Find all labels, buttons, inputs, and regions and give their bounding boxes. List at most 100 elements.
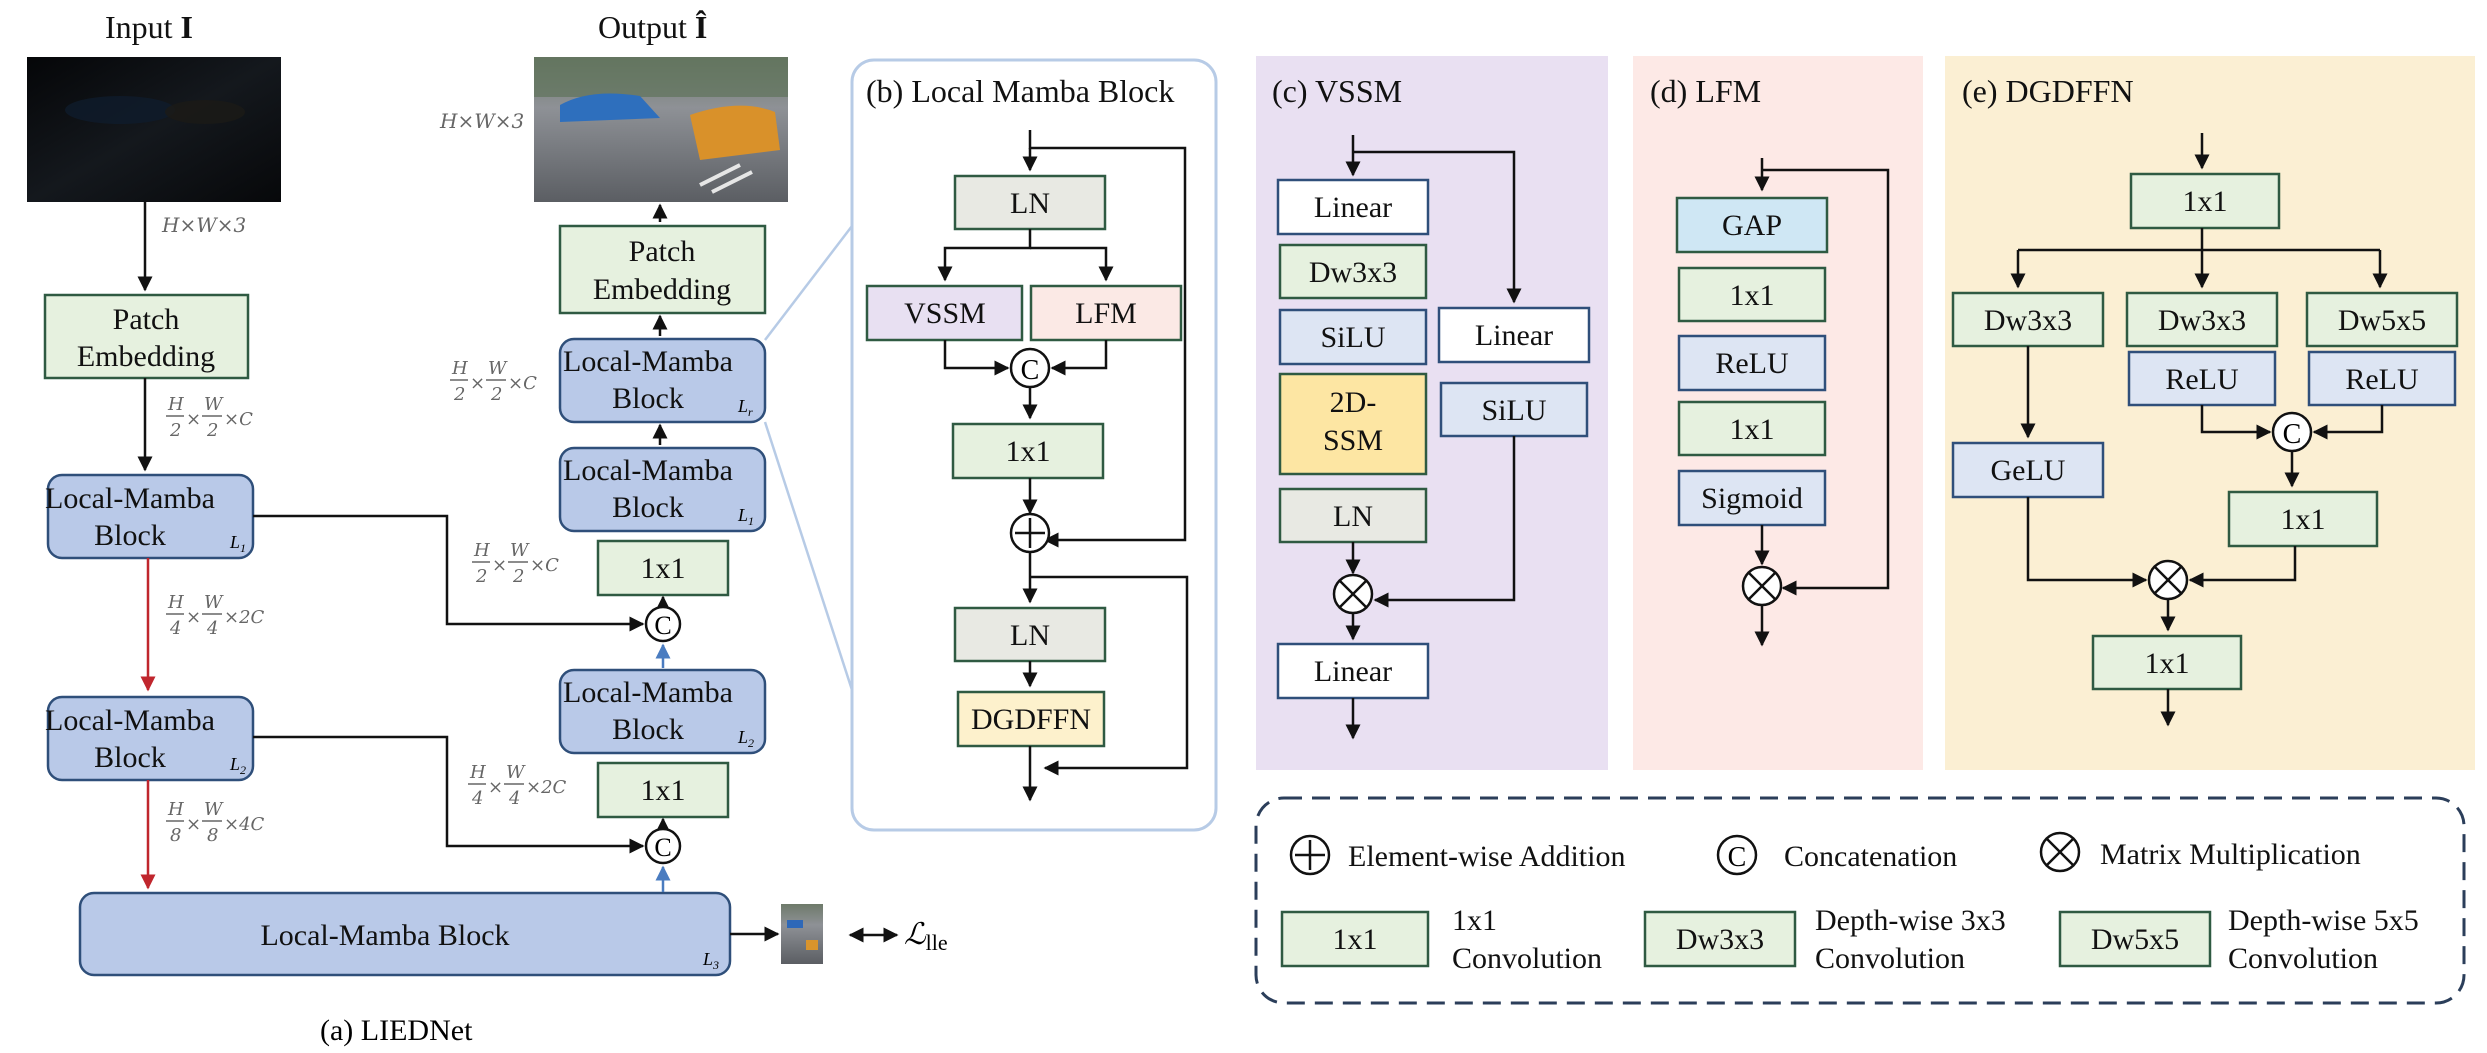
panel-c-ln: LN (1278, 487, 1428, 544)
svg-text:2: 2 (512, 566, 524, 587)
svg-text:Dw3x3: Dw3x3 (1676, 923, 1764, 956)
plus-circle-icon (1009, 512, 1051, 554)
svg-text:L1: L1 (229, 532, 246, 555)
panel-e-relu-b: ReLU (2127, 350, 2277, 407)
dim-dec-h4-2c: H 4 × W 4 ×2C (468, 762, 567, 809)
svg-text:Local-Mamba: Local-Mamba (563, 454, 733, 487)
svg-text:Patch: Patch (629, 235, 696, 268)
times-circle-icon (1332, 573, 1374, 615)
svg-text:4: 4 (206, 618, 218, 639)
panel-c-linear-right: Linear (1437, 306, 1591, 364)
svg-text:ReLU: ReLU (2345, 363, 2419, 396)
svg-text:Block: Block (94, 519, 166, 552)
svg-text:SiLU: SiLU (1320, 321, 1385, 354)
panel-b-concat-icon: C (1009, 347, 1051, 389)
svg-text:2: 2 (206, 420, 218, 441)
svg-text:W: W (204, 592, 224, 613)
svg-text:C: C (2283, 419, 2302, 450)
svg-text:LFM: LFM (1075, 297, 1137, 330)
svg-text:4: 4 (471, 788, 483, 809)
legend-conv1x1: 1x1 1x1 Convolution (1280, 904, 1602, 975)
svg-text:Dw5x5: Dw5x5 (2091, 923, 2179, 956)
panel-d-conv2: 1x1 (1677, 400, 1827, 457)
conv-1x1-dec1: 1x1 (596, 539, 730, 597)
svg-text:H: H (451, 358, 468, 379)
svg-text:ReLU: ReLU (2165, 363, 2239, 396)
svg-text:1x1: 1x1 (641, 552, 686, 585)
svg-text:Linear: Linear (1475, 319, 1553, 352)
panel-c-linear2: Linear (1276, 642, 1430, 700)
svg-text:×C: ×C (530, 555, 559, 576)
panel-c-2d-ssm: 2D- SSM (1278, 372, 1428, 476)
svg-text:×C: ×C (508, 373, 537, 394)
input-label: Input I (105, 9, 193, 45)
panel-c-title: (c) VSSM (1272, 73, 1402, 109)
svg-text:Dw5x5: Dw5x5 (2338, 304, 2426, 337)
svg-text:Linear: Linear (1314, 191, 1392, 224)
dim-dec-h2-c: H 2 × W 2 ×C (472, 540, 559, 587)
dim-lr-h2-c: H 2 × W 2 ×C (450, 358, 537, 405)
svg-text:C: C (654, 833, 671, 862)
svg-text:H: H (469, 762, 486, 783)
local-mamba-block-l3: Local-Mamba Block L3 (78, 891, 732, 977)
panel-e-conv-top: 1x1 (2129, 172, 2281, 230)
svg-text:Local-Mamba Block: Local-Mamba Block (260, 919, 509, 952)
svg-text:W: W (510, 540, 530, 561)
svg-text:2: 2 (453, 384, 465, 405)
svg-text:1x1: 1x1 (2183, 185, 2228, 218)
local-mamba-block-l1: Local-Mamba Block L1 (45, 473, 255, 560)
svg-text:1x1: 1x1 (1452, 904, 1497, 937)
panel-e-title: (e) DGDFFN (1962, 73, 2134, 109)
svg-text:L2: L2 (229, 754, 246, 777)
svg-text:4: 4 (508, 788, 520, 809)
panel-c-silu1: SiLU (1278, 308, 1428, 366)
panel-e-concat-icon: C (2271, 411, 2313, 453)
dim-h4-2c: H 4 × W 4 ×2C (166, 592, 265, 639)
svg-text:×2C: ×2C (224, 607, 265, 628)
svg-text:4: 4 (169, 618, 181, 639)
svg-text:Block: Block (612, 491, 684, 524)
svg-text:Local-Mamba: Local-Mamba (563, 345, 733, 378)
legend-concat: C Concatenation (1716, 834, 1957, 876)
svg-text:Convolution: Convolution (1452, 942, 1602, 975)
svg-text:GAP: GAP (1722, 209, 1782, 242)
panel-d-title: (d) LFM (1650, 73, 1761, 109)
svg-text:Linear: Linear (1314, 655, 1392, 688)
caption-a: (a) LIEDNet (320, 1014, 473, 1047)
svg-text:Block: Block (94, 741, 166, 774)
svg-text:Dw3x3: Dw3x3 (2158, 304, 2246, 337)
svg-text:DGDFFN: DGDFFN (971, 703, 1091, 736)
patch-embedding-output: Patch Embedding (558, 224, 767, 315)
legend-add: Element-wise Addition (1289, 834, 1625, 876)
panel-e-dw3x3-b: Dw3x3 (2125, 291, 2279, 348)
panel-b-ln1: LN (953, 174, 1107, 231)
svg-text:W: W (204, 394, 224, 415)
svg-text:2: 2 (475, 566, 487, 587)
svg-text:1x1: 1x1 (2145, 647, 2190, 680)
panel-e-conv-bottom: 1x1 (2091, 634, 2243, 691)
local-mamba-block-l2-decoder: Local-Mamba Block L2 (558, 668, 767, 755)
svg-text:2: 2 (169, 420, 181, 441)
panel-c-linear1: Linear (1276, 178, 1430, 236)
panel-d-conv1: 1x1 (1677, 266, 1827, 323)
svg-text:Embedding: Embedding (593, 273, 731, 306)
legend-dw3x3: Dw3x3 Depth-wise 3x3 Convolution (1643, 904, 2006, 975)
legend-matmul: Matrix Multiplication (2039, 831, 2361, 873)
local-mamba-block-lr: Local-Mamba Block Lr (558, 337, 767, 424)
svg-text:LN: LN (1010, 619, 1050, 652)
panel-b-lfm: LFM (1029, 284, 1183, 342)
svg-text:×: × (186, 607, 201, 628)
svg-text:2D-: 2D- (1330, 386, 1377, 419)
svg-text:H: H (167, 592, 184, 613)
panel-d-relu: ReLU (1677, 334, 1827, 392)
svg-text:C: C (1728, 842, 1747, 873)
svg-text:Element-wise Addition: Element-wise Addition (1348, 840, 1625, 873)
svg-text:1x1: 1x1 (2281, 503, 2326, 536)
svg-text:Depth-wise 3x3: Depth-wise 3x3 (1815, 904, 2006, 937)
svg-text:1x1: 1x1 (1006, 435, 1051, 468)
svg-text:W: W (506, 762, 526, 783)
svg-text:H: H (167, 394, 184, 415)
svg-text:Embedding: Embedding (77, 340, 215, 373)
panel-b-title: (b) Local Mamba Block (866, 73, 1174, 109)
concat-circle-icon: C (644, 605, 682, 643)
